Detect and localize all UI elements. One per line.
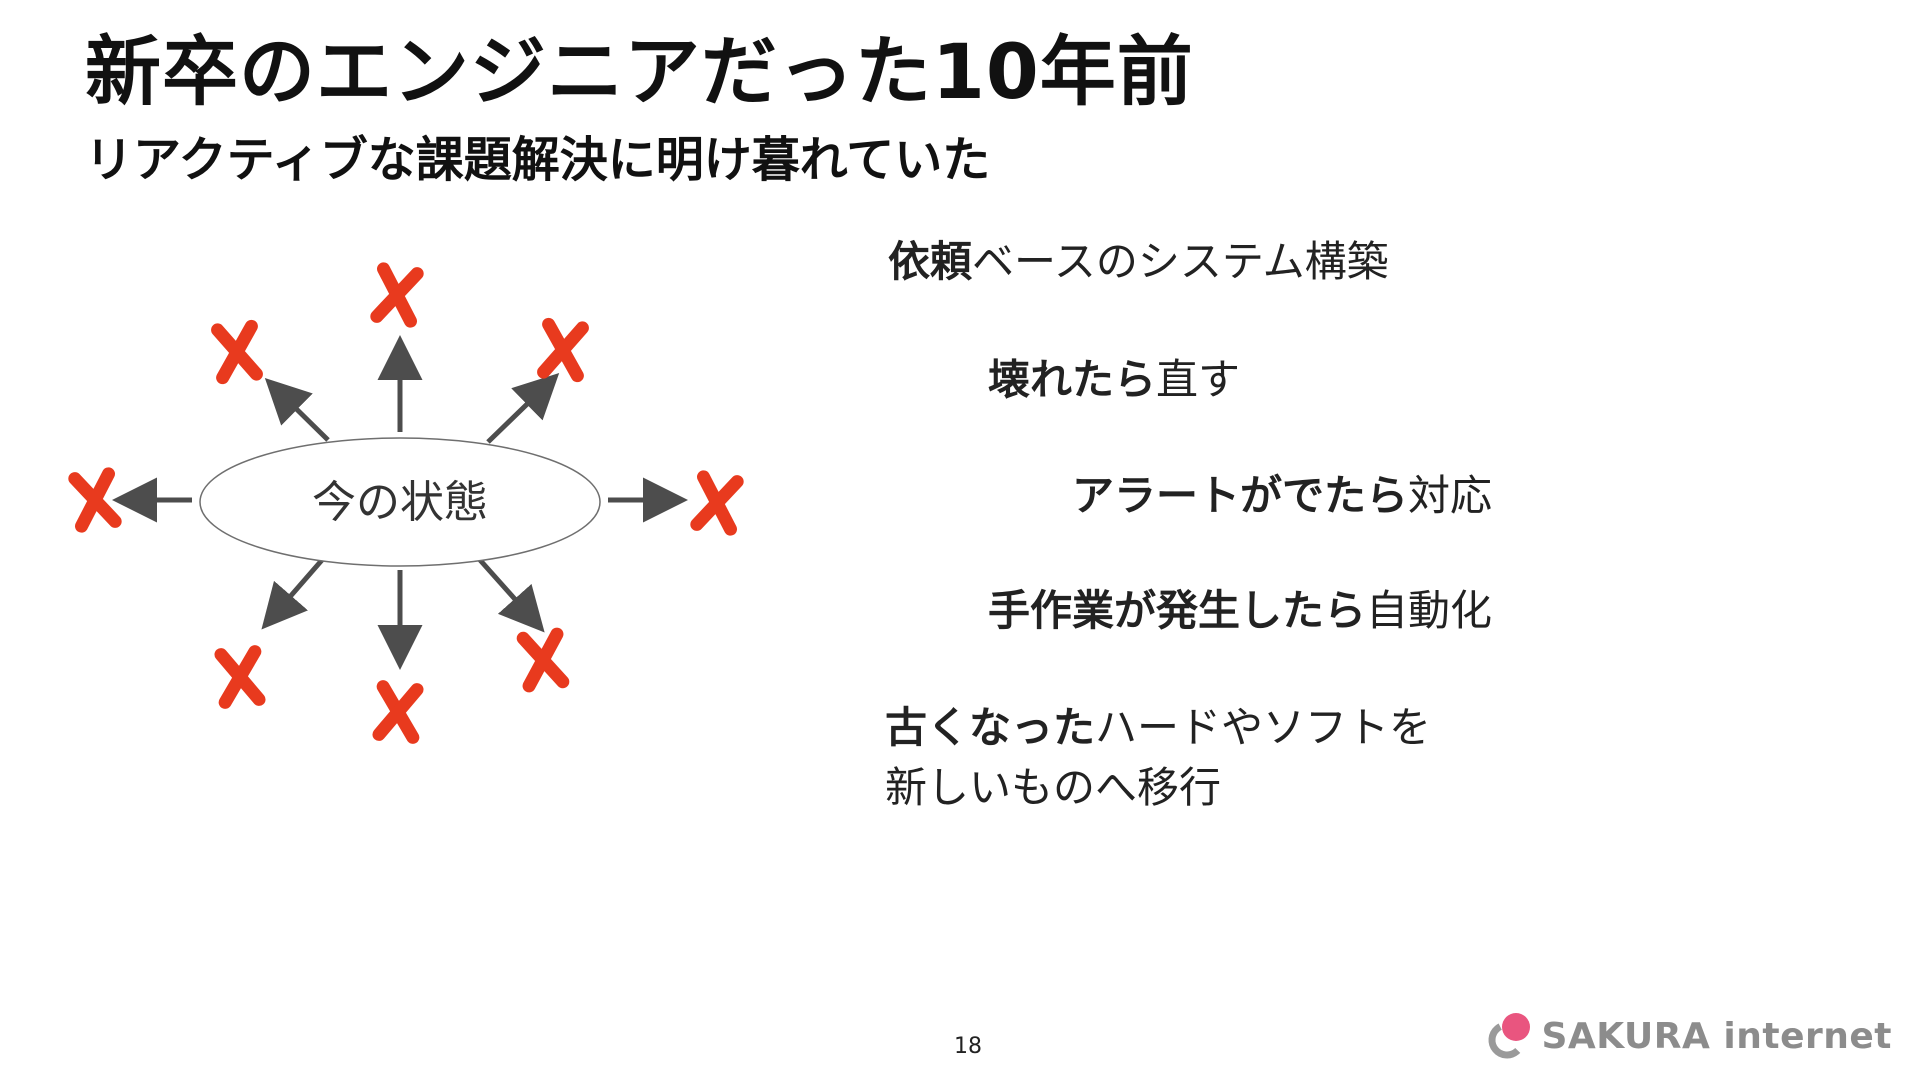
- x-mark-icon: [68, 467, 122, 533]
- page-number: 18: [954, 1034, 982, 1059]
- x-mark-icon: [372, 680, 424, 744]
- point-respond-to-alerts: アラートがでたら対応: [1072, 466, 1492, 526]
- current-state-ellipse: [199, 437, 601, 567]
- point-bold-text: 壊れたら: [988, 355, 1157, 404]
- point-rest-text: 自動化: [1366, 586, 1493, 635]
- sakura-logo-text: SAKURA internet: [1541, 1015, 1892, 1057]
- point-rest-text: ベースのシステム構築: [972, 237, 1389, 286]
- x-mark-icon: [370, 262, 424, 328]
- point-bold-text: 手作業が発生したら: [988, 586, 1367, 635]
- x-mark-icon: [537, 317, 589, 383]
- arrow-upper-left: [264, 377, 330, 442]
- point-rest-text: 対応: [1408, 471, 1493, 520]
- current-state-label: 今の状態: [312, 477, 488, 528]
- slide-title: 新卒のエンジニアだった10年前: [85, 27, 1194, 116]
- point-bold-text: アラートがでたら: [1072, 471, 1409, 520]
- x-mark-icon: [690, 470, 744, 536]
- x-mark-icon: [214, 645, 266, 709]
- arrow-lower-right: [478, 558, 545, 633]
- point-migrate-old-hw-sw: 古くなったハードやソフトを 新しいものへ移行: [885, 698, 1445, 817]
- point-rest-text: ハードやソフトを 新しいものへ移行: [885, 703, 1432, 812]
- point-bold-text: 古くなった: [885, 703, 1096, 752]
- arrow-lower-left: [261, 558, 324, 630]
- slide-subtitle: リアクティブな課題解決に明け暮れていた: [85, 132, 991, 188]
- x-mark-icon: [516, 627, 570, 693]
- point-fix-when-broken: 壊れたら直す: [988, 350, 1240, 410]
- point-automate-manual-work: 手作業が発生したら自動化: [988, 581, 1492, 641]
- sakura-internet-logo: SAKURA internet: [1485, 1010, 1892, 1062]
- sakura-logo-icon: [1488, 1013, 1531, 1059]
- point-request-based: 依頼ベースのシステム構築: [888, 232, 1389, 292]
- current-state-diagram: 今の状態: [50, 248, 790, 768]
- arrow-upper-right: [486, 373, 560, 444]
- point-bold-text: 依頼: [888, 237, 973, 286]
- x-mark-icon: [211, 319, 263, 385]
- diagram-canvas: 今の状態: [68, 262, 744, 744]
- point-rest-text: 直す: [1156, 355, 1241, 404]
